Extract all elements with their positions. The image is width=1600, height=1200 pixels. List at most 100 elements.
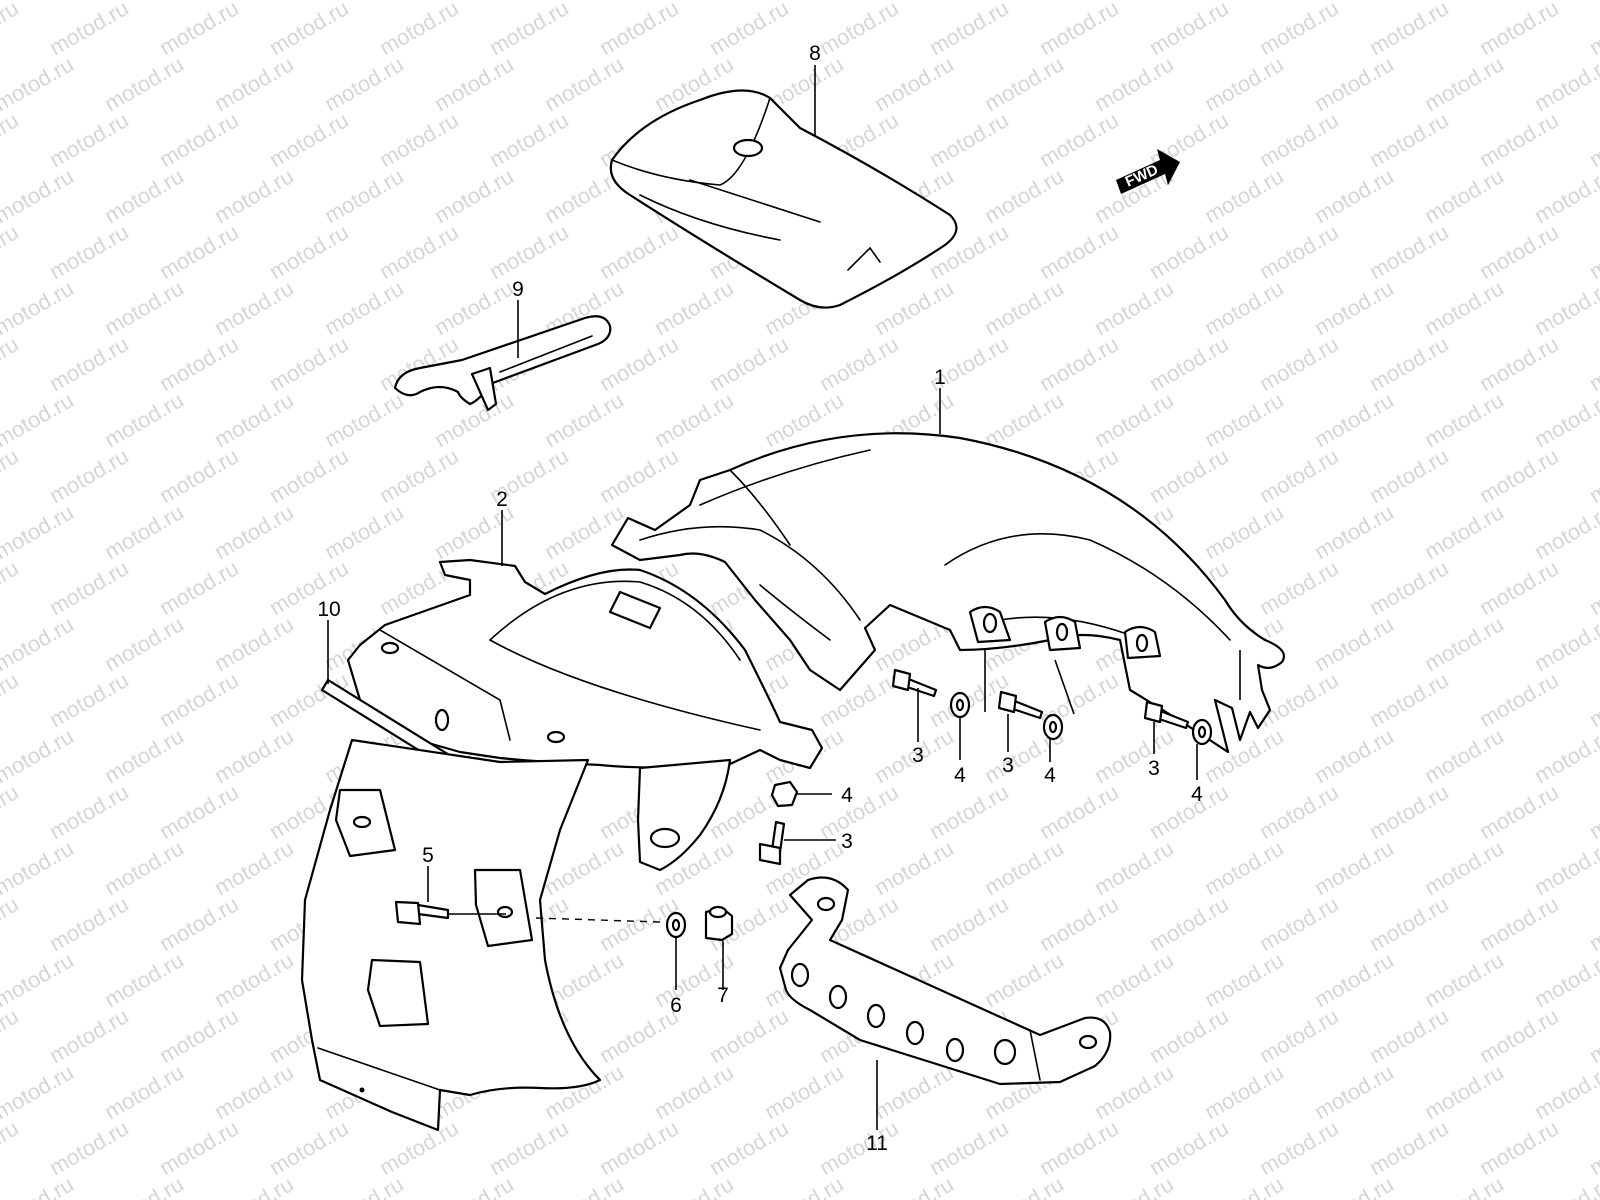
watermark-text: motod.ru — [155, 219, 243, 284]
watermark-text: motod.ru — [1420, 947, 1508, 1012]
watermark-text: motod.ru — [485, 107, 573, 172]
watermark-text: motod.ru — [0, 219, 23, 284]
watermark-text: motod.ru — [1365, 331, 1453, 396]
watermark-text: motod.ru — [925, 779, 1013, 844]
watermark-text: motod.ru — [1255, 331, 1343, 396]
watermark-text: motod.ru — [1310, 387, 1398, 452]
watermark-text: motod.ru — [375, 0, 463, 60]
watermark-text: motod.ru — [1475, 219, 1563, 284]
watermark-text: motod.ru — [155, 1115, 243, 1180]
watermark-text: motod.ru — [1530, 947, 1600, 1012]
watermark-text: motod.ru — [210, 723, 298, 788]
watermark-text: motod.ru — [320, 163, 408, 228]
watermark-text: motod.ru — [210, 499, 298, 564]
watermark-text: motod.ru — [320, 51, 408, 116]
tool-bag-part — [609, 89, 958, 309]
watermark-text: motod.ru — [595, 443, 683, 508]
watermark-text: motod.ru — [1365, 107, 1453, 172]
watermark-text: motod.ru — [100, 51, 188, 116]
watermark-text: motod.ru — [100, 1059, 188, 1124]
watermark-text: motod.ru — [650, 387, 738, 452]
watermark-text: motod.ru — [1310, 499, 1398, 564]
callout-4-a: 4 — [954, 764, 966, 787]
callout-3-c: 3 — [1148, 757, 1160, 780]
rear-fender-part — [610, 432, 1286, 754]
watermark-text: motod.ru — [210, 387, 298, 452]
watermark-text: motod.ru — [155, 443, 243, 508]
watermark-text: motod.ru — [210, 275, 298, 340]
callout-10: 10 — [317, 598, 340, 621]
watermark-text: motod.ru — [1200, 163, 1288, 228]
watermark-text: motod.ru — [210, 51, 298, 116]
watermark-text: motod.ru — [1475, 891, 1563, 956]
watermark-text: motod.ru — [595, 1115, 683, 1180]
watermark-text: motod.ru — [0, 0, 23, 60]
callout-4-b: 4 — [1044, 764, 1056, 787]
watermark-text: motod.ru — [1475, 331, 1563, 396]
watermark-text: motod.ru — [1310, 51, 1398, 116]
watermark-text: motod.ru — [1475, 1115, 1563, 1180]
watermark-text: motod.ru — [1420, 51, 1508, 116]
watermark-text: motod.ru — [1255, 219, 1343, 284]
callout-2: 2 — [496, 488, 508, 511]
watermark-text: motod.ru — [155, 667, 243, 732]
watermark-text: motod.ru — [1035, 1115, 1123, 1180]
watermark-text: motod.ru — [375, 107, 463, 172]
watermark-text: motod.ru — [0, 499, 78, 564]
watermark-text: motod.ru — [0, 387, 78, 452]
watermark-text: motod.ru — [1530, 835, 1600, 900]
watermark-text: motod.ru — [1530, 387, 1600, 452]
watermark-text: motod.ru — [1530, 51, 1600, 116]
watermark-text: motod.ru — [1255, 779, 1343, 844]
callout-4-c: 4 — [1191, 783, 1203, 806]
callout-11: 11 — [866, 1132, 888, 1155]
callout-7: 7 — [717, 984, 729, 1007]
watermark-text: motod.ru — [705, 1003, 793, 1068]
watermark-text: motod.ru — [870, 51, 958, 116]
watermark-text: motod.ru — [1365, 1003, 1453, 1068]
watermark-text: motod.ru — [1200, 1059, 1288, 1124]
watermark-text: motod.ru — [925, 891, 1013, 956]
watermark-text: motod.ru — [1420, 1059, 1508, 1124]
callout-numbers: 8 9 1 2 10 3 4 3 4 3 4 4 3 5 6 7 11 — [317, 42, 1203, 1155]
watermark-text: motod.ru — [980, 835, 1068, 900]
leader-lines — [327, 65, 1241, 1130]
watermark-text: motod.ru — [155, 107, 243, 172]
callout-8: 8 — [809, 42, 821, 65]
watermark-text: motod.ru — [45, 443, 133, 508]
watermark-text: motod.ru — [595, 219, 683, 284]
watermark-text: motod.ru — [1310, 947, 1398, 1012]
watermark-text: motod.ru — [0, 275, 78, 340]
watermark-text: motod.ru — [1420, 499, 1508, 564]
watermark-text: motod.ru — [1585, 443, 1600, 508]
watermark-text: motod.ru — [1420, 275, 1508, 340]
watermark-text: motod.ru — [1475, 555, 1563, 620]
watermark-text: motod.ru — [760, 1171, 848, 1200]
watermark-text: motod.ru — [45, 667, 133, 732]
watermark-text: motod.ru — [375, 1115, 463, 1180]
watermark-text: motod.ru — [0, 107, 23, 172]
nut-4-d — [770, 780, 799, 808]
watermark-text: motod.ru — [1585, 1003, 1600, 1068]
watermark-text: motod.ru — [210, 611, 298, 676]
forward-arrow-icon — [1116, 149, 1180, 194]
watermark-text: motod.ru — [485, 219, 573, 284]
watermark-text: motod.ru — [1145, 891, 1233, 956]
watermark-text: motod.ru — [1255, 0, 1343, 60]
watermark-text: motod.ru — [650, 1171, 738, 1200]
watermark-text: motod.ru — [0, 779, 23, 844]
rear-fender-front-part — [346, 558, 824, 770]
watermark-text: motod.ru — [1530, 499, 1600, 564]
watermark-text: motod.ru — [870, 1059, 958, 1124]
watermark-text: motod.ru — [1310, 275, 1398, 340]
watermark-text: motod.ru — [1200, 499, 1288, 564]
watermark-text: motod.ru — [1035, 331, 1123, 396]
watermark-text: motod.ru — [210, 947, 298, 1012]
watermark-text: motod.ru — [1585, 891, 1600, 956]
callout-9: 9 — [512, 278, 524, 301]
watermark-text: motod.ru — [0, 947, 78, 1012]
watermark-text: motod.ru — [0, 891, 23, 956]
watermark-text: motod.ru — [1585, 1115, 1600, 1180]
watermark-text: motod.ru — [1255, 1115, 1343, 1180]
watermark-text: motod.ru — [210, 163, 298, 228]
